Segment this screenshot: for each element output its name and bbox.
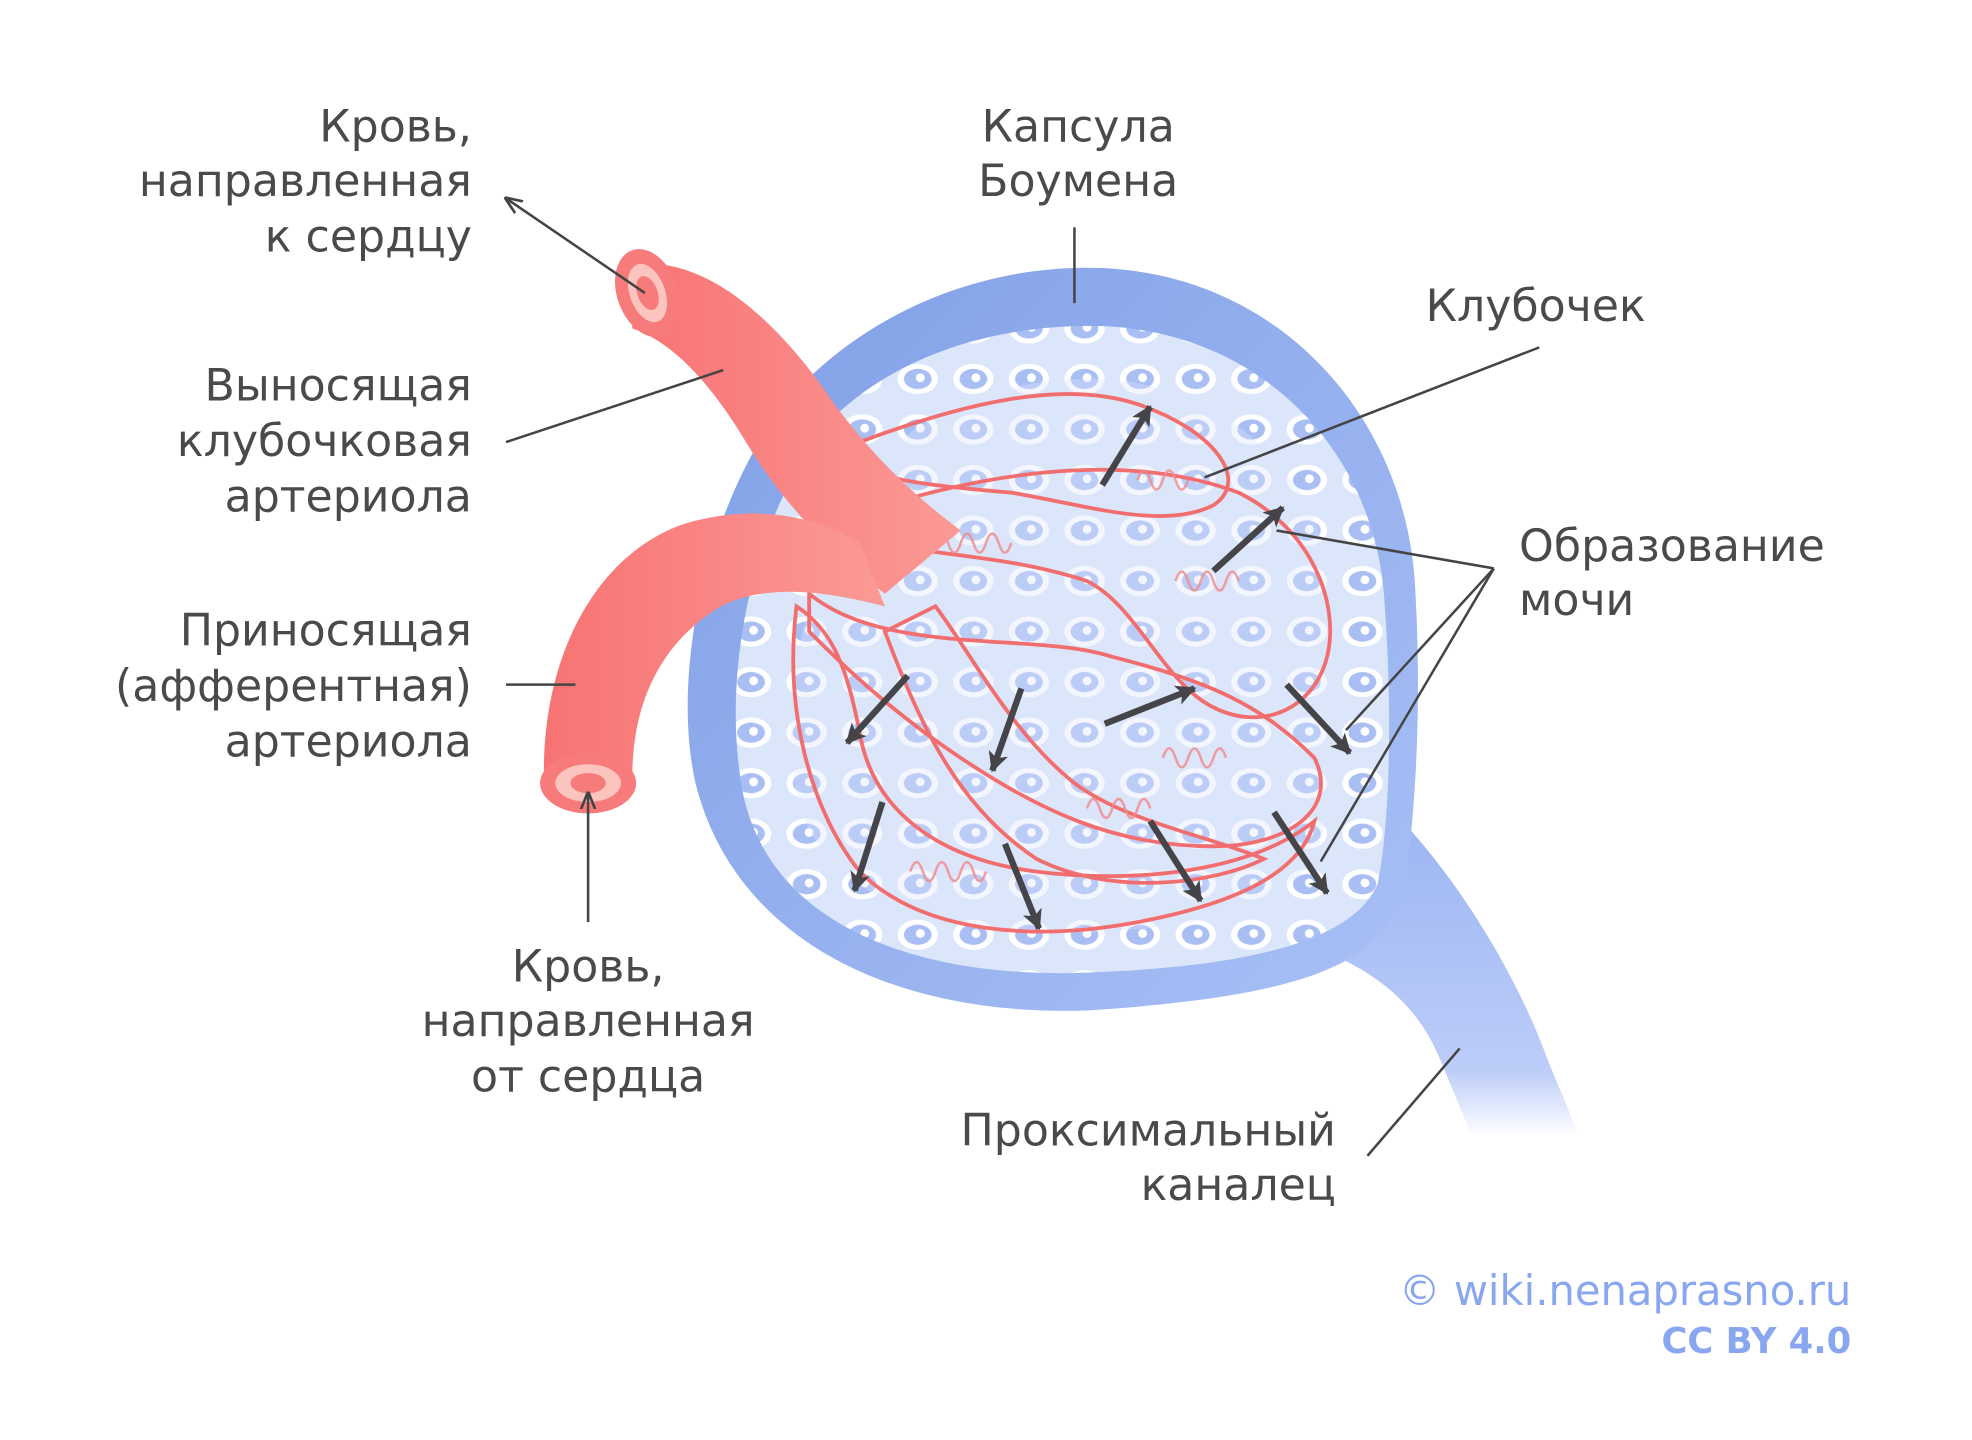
watermark-license: CC BY 4.0 — [1661, 1321, 1851, 1362]
arrow-icon — [1103, 685, 1197, 727]
label-bowman-capsule: Капсула Боумена — [978, 101, 1178, 206]
label-proximal-tubule: Проксимальный каналец — [961, 1106, 1336, 1211]
pointer-lines — [506, 198, 1540, 1157]
svg-text:Образование: Образование — [1519, 521, 1825, 572]
arrow-icon — [1211, 505, 1285, 574]
svg-text:к сердцу: к сердцу — [265, 211, 472, 262]
svg-text:Проксимальный: Проксимальный — [961, 1106, 1336, 1157]
label-urine-formation: Образование мочи — [1519, 521, 1825, 626]
filtration-arrows — [844, 405, 1353, 931]
efferent-arteriole — [615, 249, 961, 594]
svg-text:Боумена: Боумена — [978, 156, 1178, 207]
label-efferent-arteriole: Выносящая клубочковая артериола — [177, 360, 472, 522]
svg-text:направленная: направленная — [139, 156, 472, 207]
svg-text:артериола: артериола — [225, 717, 472, 768]
arrow-icon — [1271, 810, 1330, 895]
svg-text:Кровь,: Кровь, — [319, 101, 472, 152]
arrow-icon — [844, 673, 911, 745]
label-blood-from-heart: Кровь, направленная от сердца — [422, 941, 755, 1102]
watermark-site: © wiki.nenaprasno.ru — [1399, 1266, 1851, 1315]
svg-text:мочи: мочи — [1519, 575, 1634, 626]
svg-text:артериола: артериола — [225, 472, 472, 523]
afferent-arteriole — [540, 513, 885, 814]
svg-text:направленная: направленная — [422, 996, 755, 1047]
label-blood-to-heart: Кровь, направленная к сердцу — [139, 101, 472, 262]
svg-text:(афферентная): (афферентная) — [115, 661, 472, 712]
arrow-icon — [1147, 819, 1204, 903]
svg-text:клубочковая: клубочковая — [177, 416, 472, 467]
arrow-icon — [850, 801, 886, 893]
label-afferent-arteriole: Приносящая (афферентная) артериола — [115, 605, 472, 767]
svg-text:Приносящая: Приносящая — [180, 605, 472, 656]
svg-text:Выносящая: Выносящая — [205, 360, 472, 411]
arrow-icon — [1002, 842, 1042, 931]
arrow-icon — [1099, 405, 1153, 487]
arrow-icon — [1284, 682, 1353, 755]
watermark: © wiki.nenaprasno.ru CC BY 4.0 — [1399, 1266, 1851, 1362]
svg-text:Клубочек: Клубочек — [1426, 281, 1646, 332]
svg-text:каналец: каналец — [1141, 1160, 1336, 1211]
label-glomerulus: Клубочек — [1426, 281, 1646, 332]
svg-text:от сердца: от сердца — [471, 1051, 705, 1102]
svg-text:Кровь,: Кровь, — [512, 941, 665, 992]
arrow-icon — [988, 687, 1025, 773]
svg-text:Капсула: Капсула — [982, 101, 1175, 152]
